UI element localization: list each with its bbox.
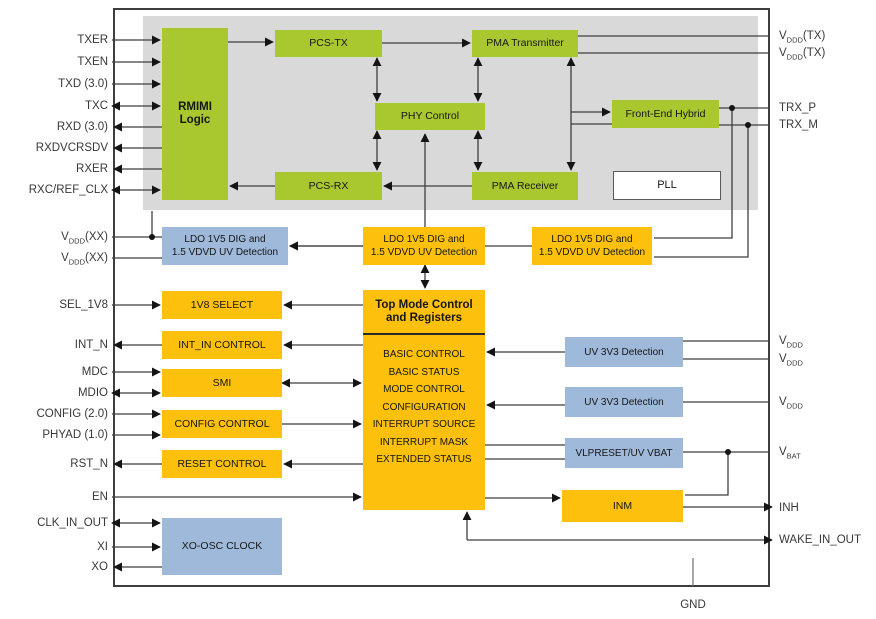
block-pll: PLL <box>613 171 721 200</box>
register-item: INTERRUPT MASK <box>379 436 469 448</box>
register-item: CONFIGURATION <box>382 401 466 413</box>
block-pma-receiver: PMA Receiver <box>472 172 578 200</box>
block-1v8-select: 1V8 SELECT <box>162 291 282 319</box>
top-mode-title: Top Mode Control and Registers <box>375 298 473 324</box>
pin-xi: XI <box>97 541 108 553</box>
pin-gnd: GND <box>680 599 706 611</box>
pin-rxd: RXD (3.0) <box>56 121 108 133</box>
register-list: BASIC CONTROL BASIC STATUS MODE CONTROL … <box>363 335 485 469</box>
pin-txd: TXD (3.0) <box>58 78 108 90</box>
register-item: BASIC STATUS <box>388 366 460 378</box>
block-front-end-hybrid: Front-End Hybrid <box>612 100 719 128</box>
block-smi: SMI <box>162 369 282 397</box>
pin-clk-in-out: CLK_IN_OUT <box>37 517 108 529</box>
block-vlpreset-uv-vbat: VLPRESET/UV VBAT <box>565 438 683 468</box>
pin-txen: TXEN <box>77 56 108 68</box>
block-top-mode-control: Top Mode Control and Registers BASIC CON… <box>363 290 485 510</box>
block-config-control: CONFIG CONTROL <box>162 410 282 438</box>
block-ldo-1v5-right: LDO 1V5 DIG and 1.5 VDVD UV Detection <box>532 227 652 265</box>
pin-vddd-2: VDDD <box>779 353 803 368</box>
register-item: EXTENDED STATUS <box>376 454 472 465</box>
pin-vddd-1: VDDD <box>779 335 803 350</box>
block-rmimi-logic: RMIMI Logic <box>162 28 228 200</box>
pin-rst-n: RST_N <box>70 458 108 470</box>
pin-txc: TXC <box>85 100 108 112</box>
pin-vddd-tx-2: VDDD(TX) <box>779 47 826 62</box>
register-item: MODE CONTROL <box>383 384 465 395</box>
pin-vddd-xx-1: VDDD(XX) <box>61 231 108 246</box>
pin-en: EN <box>92 491 108 503</box>
block-ldo-1v5-left: LDO 1V5 DIG and 1.5 VDVD UV Detection <box>162 227 288 265</box>
block-reset-control: RESET CONTROL <box>162 450 282 478</box>
block-phy-control: PHY Control <box>375 103 485 130</box>
block-pcs-rx: PCS-RX <box>275 172 382 200</box>
pin-int-n: INT_N <box>74 339 108 351</box>
block-int-in-control: INT_IN CONTROL <box>162 331 282 359</box>
block-xo-osc-clock: XO-OSC CLOCK <box>162 518 282 575</box>
pin-vddd-3: VDDD <box>779 396 803 411</box>
pin-trx-m: TRX_M <box>779 119 818 131</box>
pin-vbat: VBAT <box>779 446 801 461</box>
pin-trx-p: TRX_P <box>779 102 817 114</box>
pin-mdio: MDIO <box>77 387 108 399</box>
block-ldo-1v5-center: LDO 1V5 DIG and 1.5 VDVD UV Detection <box>363 227 485 265</box>
block-inm: INM <box>562 490 683 522</box>
pin-mdc: MDC <box>81 366 108 378</box>
block-pcs-tx: PCS-TX <box>275 30 382 57</box>
block-uv-3v3-detection-2: UV 3V3 Detection <box>565 387 683 417</box>
pin-wake-in-out: WAKE_IN_OUT <box>779 534 862 546</box>
pin-vddd-xx-2: VDDD(XX) <box>61 252 108 267</box>
pin-phyad: PHYAD (1.0) <box>42 429 108 441</box>
register-item: INTERRUPT SOURCE <box>372 419 476 430</box>
block-pma-transmitter: PMA Transmitter <box>472 30 578 57</box>
pin-txer: TXER <box>77 34 108 46</box>
pin-sel-1v8: SEL_1V8 <box>59 299 108 311</box>
pin-vddd-tx-1: VDDD(TX) <box>779 30 826 45</box>
block-uv-3v3-detection-1: UV 3V3 Detection <box>565 337 683 367</box>
top-mode-divider <box>363 333 485 335</box>
pin-xo: XO <box>91 561 108 573</box>
chip-boundary <box>113 8 770 587</box>
pin-rxc-ref-clx: RXC/REF_CLX <box>28 184 108 196</box>
pin-rxer: RXER <box>76 163 108 175</box>
pin-config: CONFIG (2.0) <box>36 408 108 420</box>
pin-inh: INH <box>779 502 799 514</box>
register-item: BASIC CONTROL <box>383 349 465 360</box>
pin-rxdvcrsdv: RXDVCRSDV <box>35 142 108 154</box>
